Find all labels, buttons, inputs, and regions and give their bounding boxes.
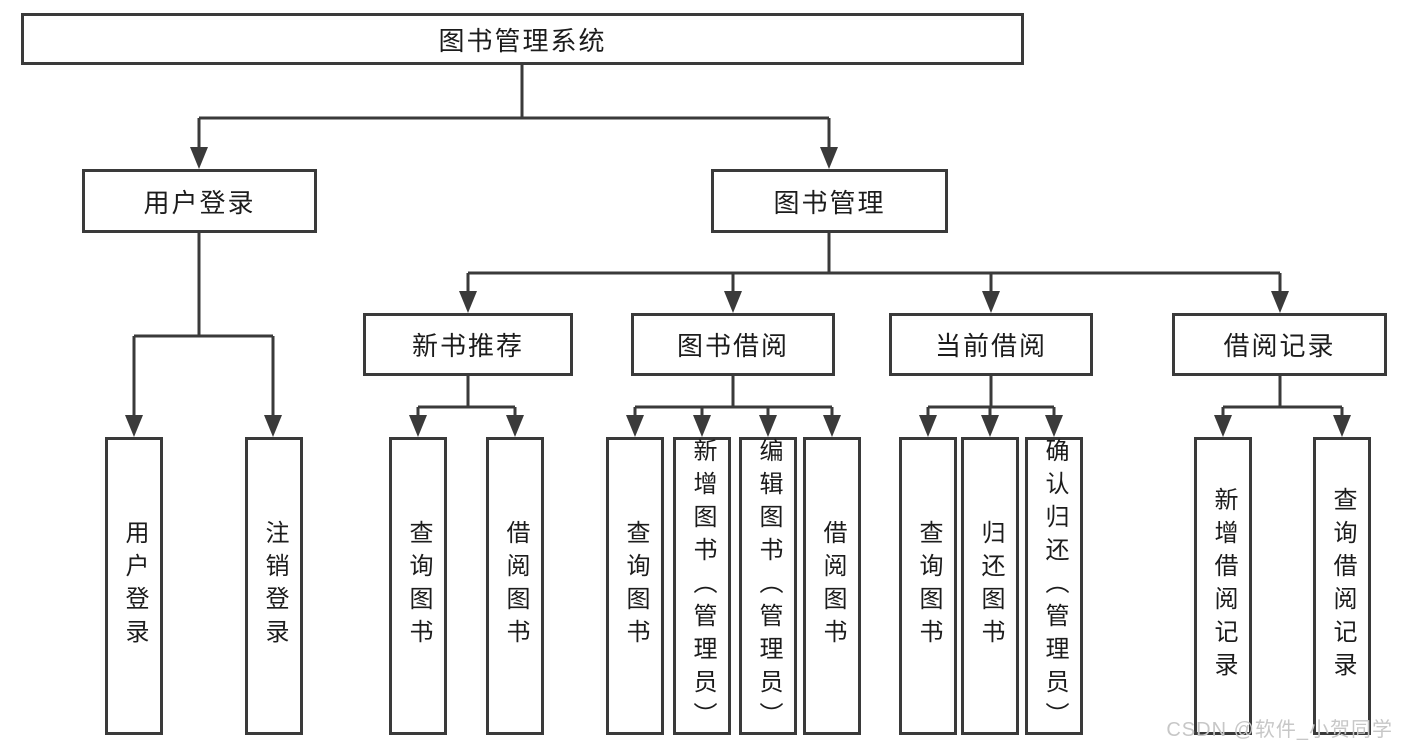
node-new-book-rec: 新书推荐 <box>363 313 573 376</box>
node-book-mgmt: 图书管理 <box>711 169 948 233</box>
node-borrow-record-label: 借阅记录 <box>1223 331 1336 361</box>
connector-root-to-level2 <box>190 65 838 169</box>
node-borrow-record: 借阅记录 <box>1172 313 1387 376</box>
leaf-current-query-book-label: 查询图书 <box>915 520 942 652</box>
node-current-borrow: 当前借阅 <box>889 313 1093 376</box>
leaf-current-confirm-return-label: 确认归还（管理员） <box>1041 437 1068 735</box>
leaf-borrow-borrow-book: 借阅图书 <box>803 437 861 735</box>
leaf-current-confirm-return: 确认归还（管理员） <box>1025 437 1083 735</box>
leaf-user-login: 用户登录 <box>105 437 163 735</box>
leaf-rec-query-book-label: 查询图书 <box>405 520 432 652</box>
leaf-rec-borrow-book: 借阅图书 <box>486 437 544 735</box>
leaf-logout: 注销登录 <box>245 437 303 735</box>
leaf-current-return-book: 归还图书 <box>961 437 1019 735</box>
leaf-current-query-book: 查询图书 <box>899 437 957 735</box>
node-root: 图书管理系统 <box>21 13 1024 65</box>
leaf-borrow-add-book-label: 新增图书（管理员） <box>689 437 716 735</box>
connector-borrow-record-to-leaves <box>1214 376 1351 437</box>
leaf-rec-query-book: 查询图书 <box>389 437 447 735</box>
leaf-record-add-label: 新增借阅记录 <box>1210 487 1237 685</box>
node-current-borrow-label: 当前借阅 <box>934 331 1047 361</box>
node-book-borrow: 图书借阅 <box>631 313 835 376</box>
node-new-book-rec-label: 新书推荐 <box>411 331 524 361</box>
node-root-label: 图书管理系统 <box>438 25 607 56</box>
leaf-borrow-query-book: 查询图书 <box>606 437 664 735</box>
node-user-login-label: 用户登录 <box>143 187 256 218</box>
leaf-borrow-borrow-book-label: 借阅图书 <box>819 520 846 652</box>
leaf-record-query: 查询借阅记录 <box>1313 437 1371 735</box>
node-book-mgmt-label: 图书管理 <box>773 187 886 218</box>
connector-user-login-to-leaves <box>125 233 282 437</box>
csdn-watermark: CSDN @软件_小贺同学 <box>1166 719 1393 741</box>
connector-current-borrow-to-leaves <box>919 376 1063 437</box>
leaf-record-query-label: 查询借阅记录 <box>1329 487 1356 685</box>
leaf-user-login-label: 用户登录 <box>121 520 148 652</box>
leaf-rec-borrow-book-label: 借阅图书 <box>502 520 529 652</box>
leaf-logout-label: 注销登录 <box>261 520 288 652</box>
connector-new-book-rec-to-leaves <box>409 376 524 437</box>
leaf-borrow-edit-book: 编辑图书（管理员） <box>739 437 797 735</box>
node-user-login: 用户登录 <box>82 169 317 233</box>
connector-book-mgmt-to-level3 <box>459 233 1289 313</box>
connector-book-borrow-to-leaves <box>626 376 841 437</box>
leaf-record-add: 新增借阅记录 <box>1194 437 1252 735</box>
node-book-borrow-label: 图书借阅 <box>676 331 789 361</box>
leaf-borrow-edit-book-label: 编辑图书（管理员） <box>755 437 782 735</box>
leaf-current-return-book-label: 归还图书 <box>977 520 1004 652</box>
leaf-borrow-add-book: 新增图书（管理员） <box>673 437 731 735</box>
leaf-borrow-query-book-label: 查询图书 <box>622 520 649 652</box>
